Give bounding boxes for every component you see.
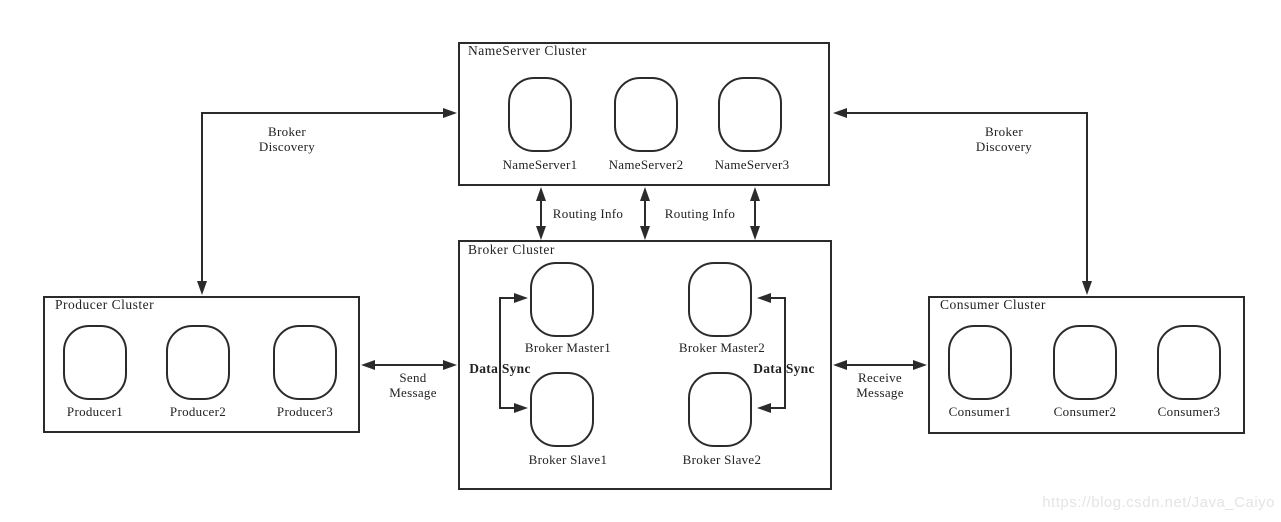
consumer1-label: Consumer1 [948,404,1012,419]
broker-slave1-node [530,372,594,447]
routing-info-right-label: Routing Info [664,206,736,221]
broker-master1-label: Broker Master1 [524,340,612,355]
broker-cluster-title: Broker Cluster [468,242,555,257]
receive-message-line2: Message [856,385,904,400]
producer1-label: Producer1 [66,404,124,419]
producer2-node [166,325,230,400]
producer-cluster-title: Producer Cluster [55,297,155,312]
data-sync-right-label: Data Sync [753,361,815,376]
consumer-cluster-title: Consumer Cluster [940,297,1046,312]
consumer-cluster-box [928,296,1245,434]
consumer2-node [1053,325,1117,400]
csdn-watermark: https://blog.csdn.net/Java_Caiyo [1042,494,1275,511]
producer-cluster-box [43,296,360,433]
broker-master2-label: Broker Master2 [678,340,766,355]
broker-cluster-box [458,240,832,490]
producer3-label: Producer3 [276,404,334,419]
routing-info-left-label: Routing Info [552,206,624,221]
producer2-label: Producer2 [169,404,227,419]
broker-discovery-right-line2: Discovery [975,139,1033,154]
nameserver2-label: NameServer2 [608,157,684,172]
consumer2-label: Consumer2 [1053,404,1117,419]
consumer1-node [948,325,1012,400]
data-sync-left-label: Data Sync [469,361,531,376]
nameserver-cluster-title: NameServer Cluster [468,43,587,58]
nameserver-cluster-box [458,42,830,186]
broker-discovery-left-line2: Discovery [258,139,316,154]
send-message-line1: Send [399,370,427,385]
consumer3-node [1157,325,1221,400]
producer1-node [63,325,127,400]
producer3-node [273,325,337,400]
nameserver3-node [718,77,782,152]
receive-message-line1: Receive [858,370,902,385]
broker-discovery-right-label: Broker Discovery [934,124,1074,154]
broker-discovery-left-line1: Broker [268,124,306,139]
send-message-label: Send Message [343,370,483,400]
broker-slave1-label: Broker Slave1 [528,452,608,467]
nameserver2-node [614,77,678,152]
nameserver1-label: NameServer1 [502,157,578,172]
broker-slave2-label: Broker Slave2 [682,452,762,467]
nameserver1-node [508,77,572,152]
send-message-line2: Message [389,385,437,400]
receive-message-label: Receive Message [810,370,950,400]
broker-master1-node [530,262,594,337]
consumer3-label: Consumer3 [1157,404,1221,419]
broker-master2-node [688,262,752,337]
broker-discovery-left-label: Broker Discovery [217,124,357,154]
broker-slave2-node [688,372,752,447]
nameserver3-label: NameServer3 [714,157,790,172]
broker-discovery-right-line1: Broker [985,124,1023,139]
